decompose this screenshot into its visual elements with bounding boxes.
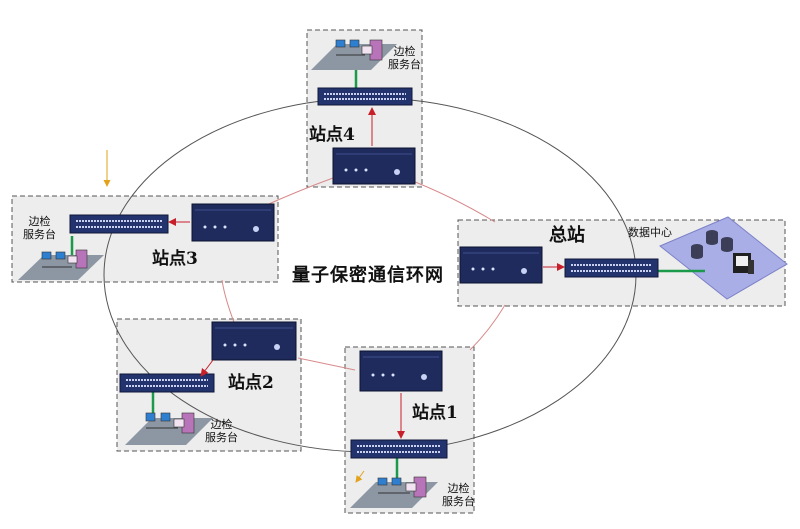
desk1-label: 边检 服务台 <box>442 482 475 508</box>
switches <box>69 87 659 459</box>
server-terminal-icon <box>733 253 754 274</box>
datacenter-label: 数据中心 <box>628 226 672 239</box>
desk1-label-line2: 服务台 <box>442 495 475 508</box>
desk1-computers <box>377 476 427 498</box>
desk3-label-line2: 服务台 <box>23 228 56 241</box>
green-links <box>70 64 705 483</box>
desk2-label: 边检 服务台 <box>205 418 238 444</box>
site4-switch <box>317 87 413 106</box>
desk2-computers <box>145 412 195 434</box>
main-switch <box>564 258 659 278</box>
desk2-label-line1: 边检 <box>210 418 233 431</box>
site3-label: 站点3 <box>152 249 198 269</box>
site3-switch <box>69 214 169 234</box>
site1-switch <box>350 439 448 459</box>
desk4-label-line2: 服务台 <box>388 58 421 71</box>
workstations <box>41 39 427 498</box>
desk3-label: 边检 服务台 <box>23 215 56 241</box>
site1-label: 站点1 <box>412 403 458 423</box>
database-icon <box>691 230 733 259</box>
site2-switch <box>119 373 215 393</box>
quantum-devices <box>191 147 543 392</box>
site3-device <box>191 203 275 242</box>
datacenter-platform <box>659 216 788 300</box>
desk3-computers <box>41 249 88 269</box>
desk2-label-line2: 服务台 <box>205 431 238 444</box>
yellow-arrows <box>103 150 365 483</box>
desk1-label-line1: 边检 <box>447 482 470 495</box>
main-station-label: 总站 <box>549 225 585 246</box>
desk4-label: 边检 服务台 <box>388 45 421 71</box>
ring-label: 量子保密通信环网 <box>292 265 444 286</box>
desk4-label-line1: 边检 <box>393 45 416 58</box>
datacenter <box>659 216 788 300</box>
desk4-computers <box>335 39 383 61</box>
red-arrows <box>168 107 565 439</box>
main-device <box>459 246 543 284</box>
site2-label: 站点2 <box>228 373 274 393</box>
site4-device <box>332 147 416 185</box>
site1-device <box>359 350 443 392</box>
site4-label: 站点4 <box>309 125 355 145</box>
site2-device <box>211 321 297 361</box>
desk3-label-line1: 边检 <box>28 215 51 228</box>
